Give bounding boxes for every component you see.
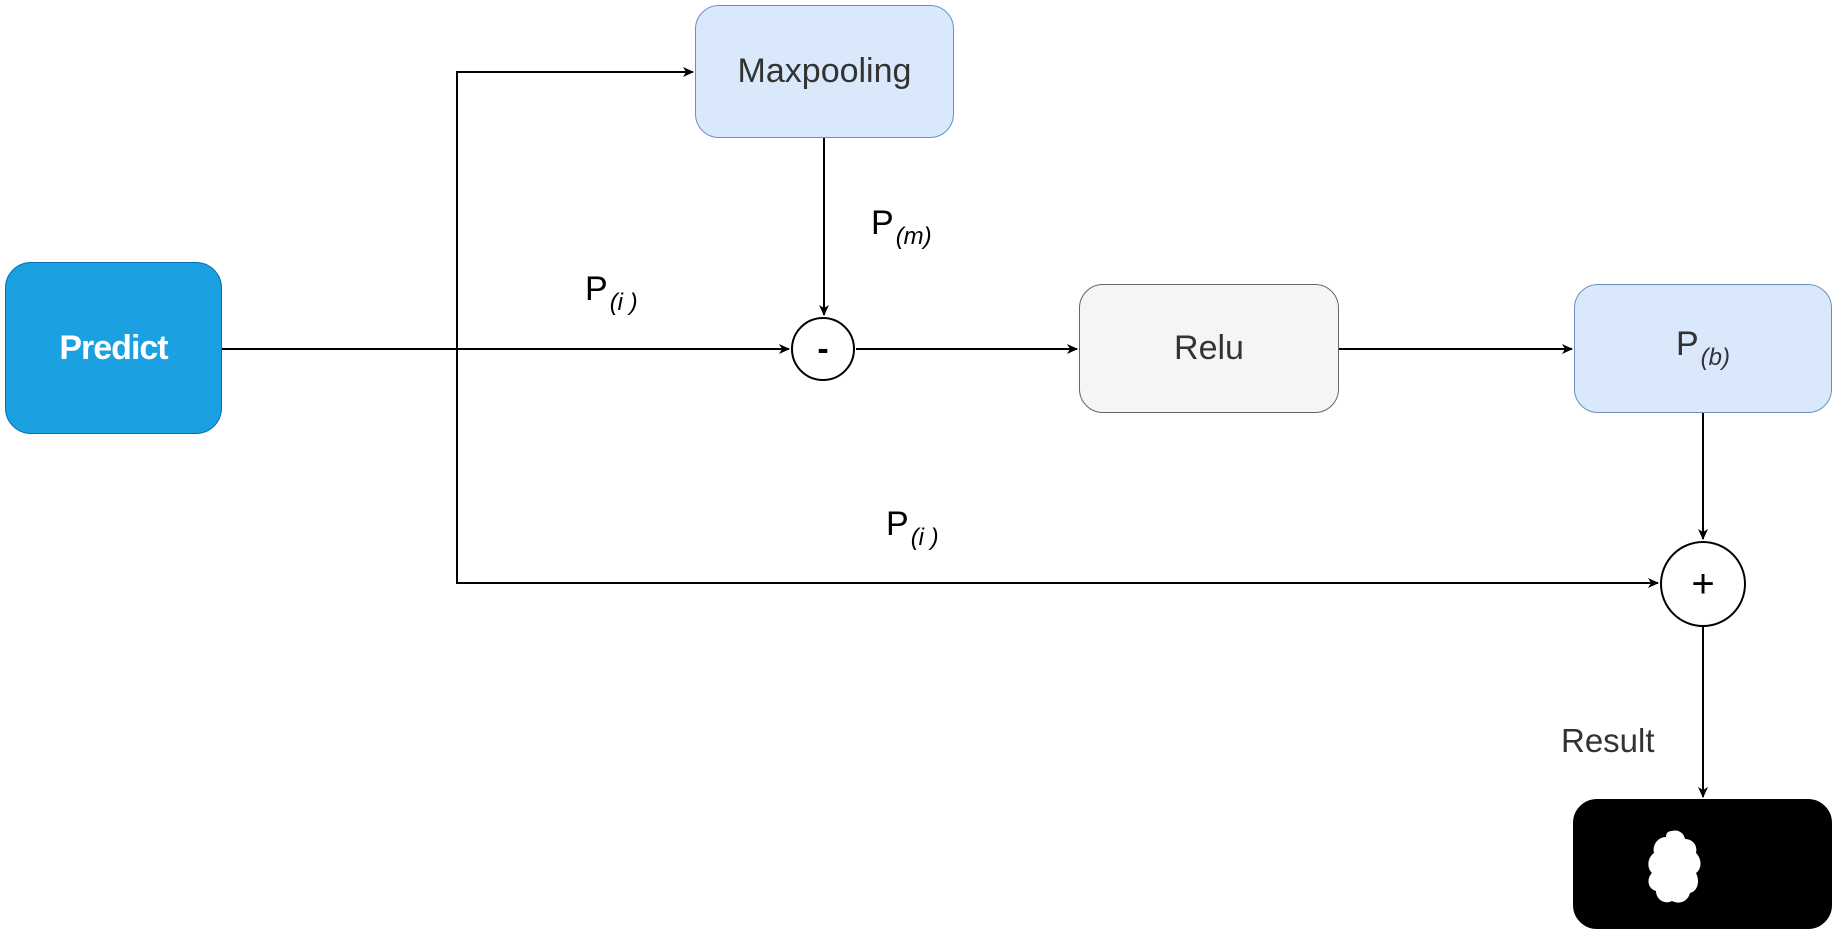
edge-label-p-i-bottom: P(i ) — [886, 507, 939, 550]
pb-node[interactable]: P(b) — [1574, 284, 1832, 413]
result-image-node[interactable] — [1573, 799, 1832, 929]
edge-label-subscript: (m) — [895, 223, 932, 250]
edge-label-main: P — [871, 204, 894, 242]
edge-label-p-i-top: P(i ) — [585, 272, 638, 315]
maxpooling-label: Maxpooling — [737, 52, 912, 90]
pb-label-subscript: (b) — [1700, 344, 1731, 371]
relu-node[interactable]: Relu — [1079, 284, 1339, 413]
edge-predict-to-maxpooling — [456, 67, 694, 349]
pb-label: P(b) — [1676, 327, 1730, 370]
edge-label-subscript: (i ) — [910, 524, 939, 551]
subtract-operator[interactable]: - — [791, 317, 855, 381]
predict-label: Predict — [59, 328, 168, 367]
minus-icon: - — [817, 329, 829, 368]
predict-node[interactable]: Predict — [5, 262, 222, 434]
edge-predict-to-add — [456, 349, 1659, 588]
relu-label: Relu — [1174, 329, 1244, 367]
edge-label-subscript: (i ) — [609, 289, 638, 316]
plus-icon: + — [1691, 561, 1715, 606]
segmentation-mask-blob — [1648, 830, 1701, 903]
edge-label-main: P — [585, 270, 608, 308]
add-operator[interactable]: + — [1660, 541, 1746, 627]
edge-label-main: P — [886, 505, 909, 543]
edge-label-p-m: P(m) — [871, 206, 932, 249]
maxpooling-node[interactable]: Maxpooling — [695, 5, 954, 138]
pb-label-main: P — [1675, 325, 1699, 363]
edge-label-result: Result — [1561, 722, 1655, 759]
